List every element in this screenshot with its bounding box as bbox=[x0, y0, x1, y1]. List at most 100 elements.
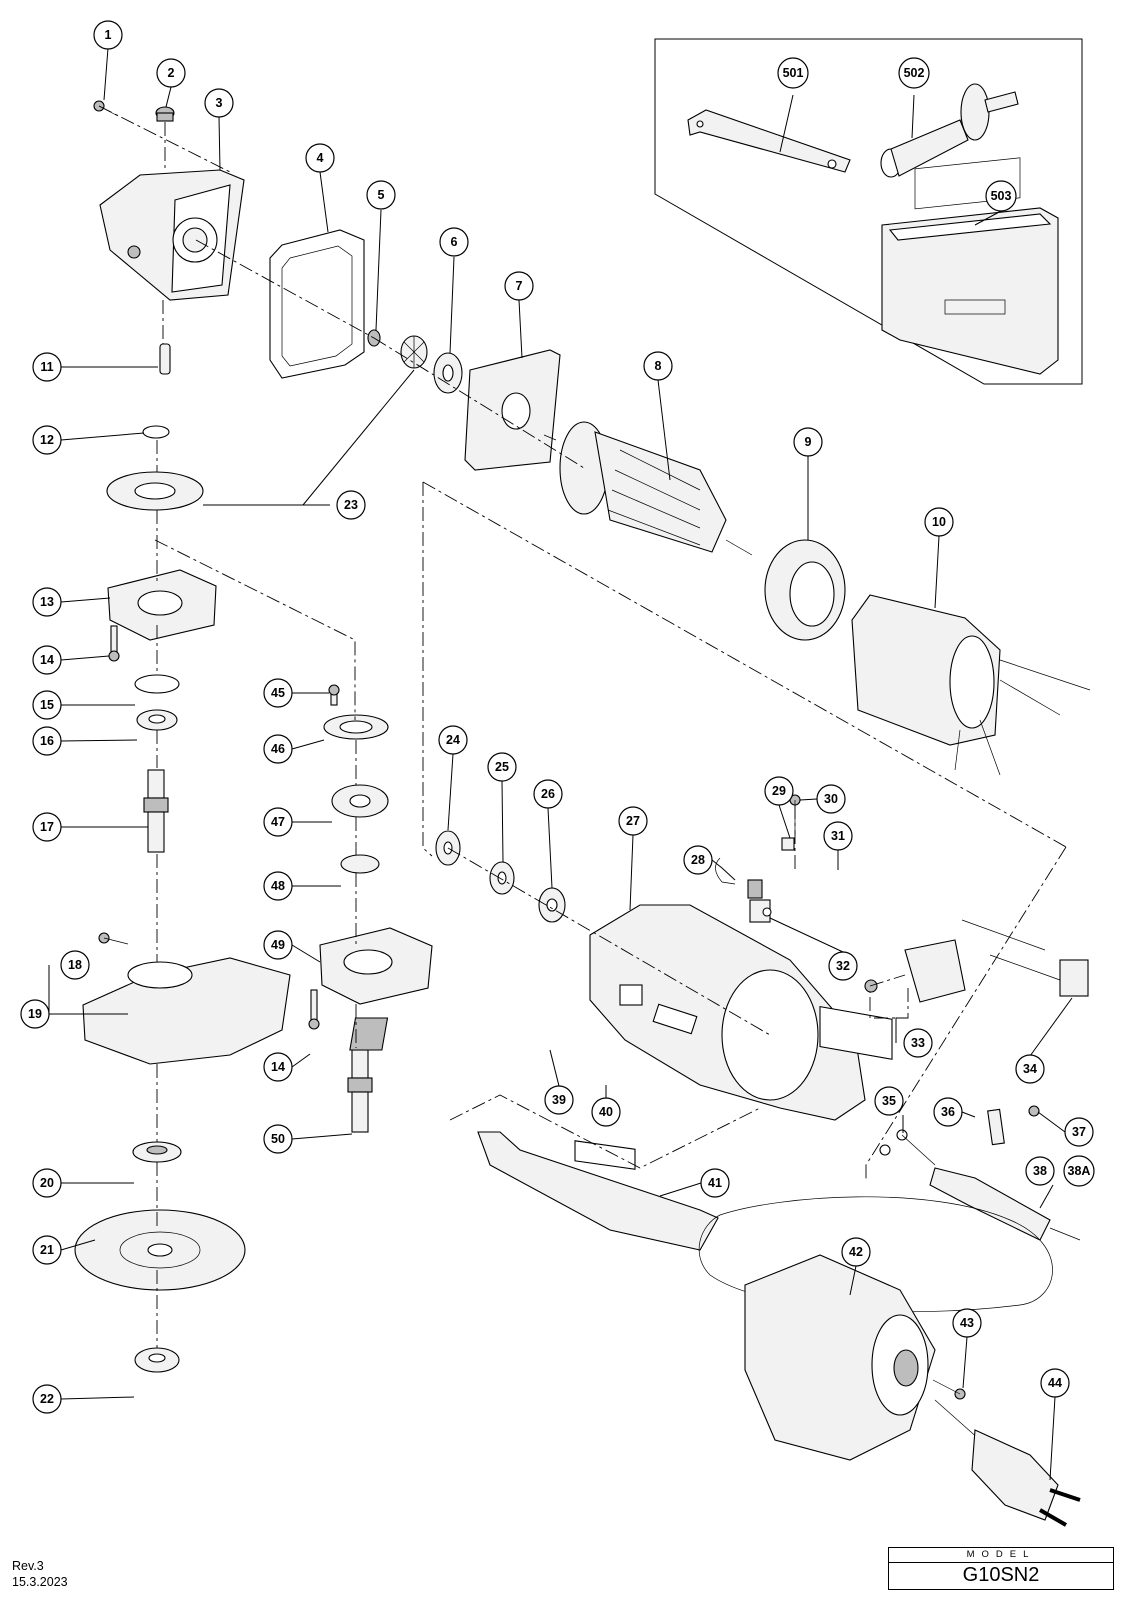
callout-38: 38 bbox=[1025, 1156, 1055, 1186]
callout-9: 9 bbox=[793, 427, 823, 457]
callout-50: 50 bbox=[263, 1124, 293, 1154]
callout-13: 13 bbox=[32, 587, 62, 617]
callout-label: 502 bbox=[904, 66, 925, 80]
callout-32: 32 bbox=[828, 951, 858, 981]
part-9-baffle bbox=[764, 539, 846, 641]
model-box: MODEL G10SN2 bbox=[888, 1547, 1114, 1590]
callout-label: 35 bbox=[882, 1094, 896, 1108]
callout-label: 20 bbox=[40, 1176, 54, 1190]
callout-label: 6 bbox=[451, 235, 458, 249]
callout-49: 49 bbox=[263, 930, 293, 960]
callout-45: 45 bbox=[263, 678, 293, 708]
callout-20: 20 bbox=[32, 1168, 62, 1198]
callout-label: 23 bbox=[344, 498, 358, 512]
callout-label: 29 bbox=[772, 784, 786, 798]
callout-22: 22 bbox=[32, 1384, 62, 1414]
part-2-cap bbox=[155, 106, 175, 122]
callout-label: 4 bbox=[317, 151, 324, 165]
callout-8: 8 bbox=[643, 351, 673, 381]
callout-label: 1 bbox=[105, 28, 112, 42]
callout-23: 23 bbox=[336, 490, 366, 520]
callout-24: 24 bbox=[438, 725, 468, 755]
callout-label: 42 bbox=[849, 1245, 863, 1259]
accessory-frame bbox=[654, 38, 1083, 385]
callout-label: 16 bbox=[40, 734, 54, 748]
callout-35: 35 bbox=[874, 1086, 904, 1116]
part-49-packing-gland bbox=[319, 927, 433, 1005]
callout-label: 13 bbox=[40, 595, 54, 609]
part-4-gasket bbox=[269, 229, 365, 379]
callout-label: 24 bbox=[446, 733, 460, 747]
callout-48: 48 bbox=[263, 871, 293, 901]
callout-47: 47 bbox=[263, 807, 293, 837]
callout-25: 25 bbox=[487, 752, 517, 782]
part-3-gear-cover bbox=[99, 169, 245, 301]
callout-label: 25 bbox=[495, 760, 509, 774]
revision-info: Rev.3 15.3.2023 bbox=[12, 1558, 68, 1590]
part-15-ring bbox=[134, 674, 180, 694]
callout-10: 10 bbox=[924, 507, 954, 537]
callout-label: 5 bbox=[378, 188, 385, 202]
part-41-switch-lever bbox=[477, 1131, 719, 1251]
callout-16: 16 bbox=[32, 726, 62, 756]
callout-501: 501 bbox=[777, 57, 809, 89]
part-36-cord-clip bbox=[987, 1108, 1005, 1146]
callout-label: 45 bbox=[271, 686, 285, 700]
callout-label: 47 bbox=[271, 815, 285, 829]
callout-label: 37 bbox=[1072, 1125, 1086, 1139]
callout-40: 40 bbox=[591, 1097, 621, 1127]
part-48-ring bbox=[340, 854, 380, 874]
callout-label: 3 bbox=[216, 96, 223, 110]
part-21-grinding-wheel bbox=[74, 1209, 246, 1291]
callout-label: 501 bbox=[783, 66, 804, 80]
part-502-side-handle bbox=[880, 83, 1019, 178]
model-number: G10SN2 bbox=[962, 1564, 1040, 1586]
part-18-screw bbox=[98, 932, 129, 945]
callout-5: 5 bbox=[366, 180, 396, 210]
callout-label: 11 bbox=[40, 360, 53, 374]
part-1-screw bbox=[93, 100, 119, 117]
part-34-noise-suppressor bbox=[961, 919, 1089, 997]
part-50-spindle bbox=[347, 1049, 373, 1133]
part-6-bearing bbox=[433, 352, 463, 394]
callout-14-b: 14 bbox=[263, 1052, 293, 1082]
callout-label: 38A bbox=[1068, 1164, 1091, 1178]
callout-46: 46 bbox=[263, 734, 293, 764]
part-17-spindle bbox=[143, 769, 169, 853]
part-13-packing-gland bbox=[107, 569, 217, 641]
callout-29: 29 bbox=[764, 776, 794, 806]
revision-date: 15.3.2023 bbox=[12, 1575, 68, 1589]
callout-label: 31 bbox=[831, 829, 845, 843]
callout-34: 34 bbox=[1015, 1054, 1045, 1084]
callout-label: 18 bbox=[68, 958, 82, 972]
part-33-switch bbox=[864, 939, 966, 1003]
part-8-armature bbox=[543, 421, 753, 556]
callout-label: 49 bbox=[271, 938, 285, 952]
callout-label: 41 bbox=[708, 1176, 722, 1190]
callout-44: 44 bbox=[1040, 1368, 1070, 1398]
callout-42: 42 bbox=[841, 1237, 871, 1267]
part-23-spiral-bevel-gear bbox=[106, 471, 204, 511]
part-20-wheel-washer bbox=[132, 1141, 182, 1163]
callout-label: 34 bbox=[1023, 1062, 1037, 1076]
callout-7: 7 bbox=[504, 271, 534, 301]
model-label: MODEL bbox=[889, 1548, 1113, 1563]
callout-label: 32 bbox=[836, 959, 850, 973]
callout-label: 7 bbox=[516, 279, 523, 293]
part-27-housing bbox=[589, 904, 866, 1121]
callout-label: 9 bbox=[805, 435, 812, 449]
part-37-screw bbox=[1028, 1105, 1040, 1117]
callout-label: 26 bbox=[541, 787, 555, 801]
callout-label: 46 bbox=[271, 742, 285, 756]
part-38-cord-armor bbox=[929, 1167, 1081, 1241]
part-14-screw-b bbox=[308, 989, 320, 1030]
part-29-brush bbox=[781, 837, 795, 851]
callout-33: 33 bbox=[903, 1028, 933, 1058]
part-23-pinion bbox=[400, 335, 428, 369]
leader-lines bbox=[48, 47, 1073, 1481]
callout-38A: 38A bbox=[1063, 1155, 1095, 1187]
part-28-brush-holder bbox=[715, 857, 763, 899]
callout-label: 17 bbox=[40, 820, 54, 834]
callout-12: 12 bbox=[32, 425, 62, 455]
